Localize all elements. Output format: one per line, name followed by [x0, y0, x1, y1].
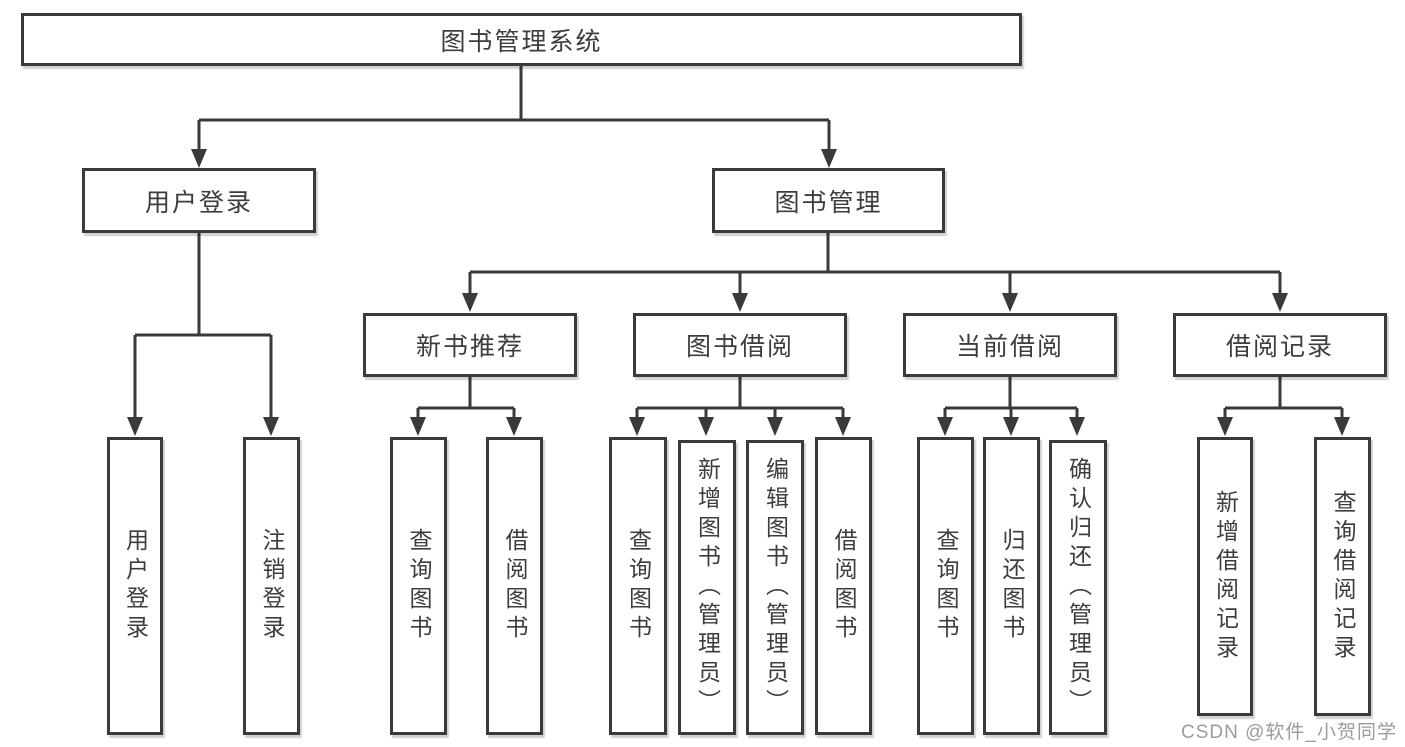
node-label: 借阅图书: [502, 528, 528, 644]
node-book-borrow: 图书借阅: [633, 313, 847, 377]
node-new-book-recommend: 新书推荐: [363, 313, 577, 377]
node-label: 图书管理: [774, 188, 883, 217]
node-label: 查询图书: [406, 528, 432, 644]
node-label: 用户登录: [144, 188, 253, 217]
node-root: 图书管理系统: [21, 13, 1022, 66]
leaf-borrow-borrow-books: 借阅图书: [815, 437, 872, 735]
node-label: 借阅图书: [831, 528, 857, 644]
leaf-records-add-record: 新增借阅记录: [1197, 437, 1253, 716]
node-label: 新增图书（管理员）: [694, 457, 721, 718]
connector-book-management-to-level3: [468, 233, 1282, 294]
watermark: CSDN @软件_小贺同学: [1181, 722, 1397, 743]
node-label: 图书借阅: [685, 333, 794, 361]
node-label: 新增借阅记录: [1212, 489, 1239, 664]
node-book-management: 图书管理: [712, 168, 945, 233]
connector-book-borrow-to-leaves: [635, 377, 845, 418]
leaf-newbook-borrow-books: 借阅图书: [486, 437, 543, 735]
node-current-borrow: 当前借阅: [903, 313, 1117, 377]
connector-new-book-to-leaves: [416, 377, 516, 418]
leaf-borrow-query-books: 查询图书: [609, 437, 667, 735]
node-label: 注销登录: [259, 528, 285, 644]
leaf-current-query-books: 查询图书: [917, 437, 974, 735]
node-label: 当前借阅: [955, 333, 1064, 361]
node-label: 编辑图书（管理员）: [762, 457, 789, 718]
node-label: 新书推荐: [415, 333, 524, 361]
node-label: 借阅记录: [1225, 333, 1334, 361]
node-label: 归还图书: [999, 528, 1025, 644]
leaf-borrow-edit-books-admin: 编辑图书（管理员）: [746, 440, 804, 735]
node-user-login: 用户登录: [82, 168, 316, 233]
node-label: 查询借阅记录: [1330, 489, 1356, 664]
node-label: 确认归还（管理员）: [1065, 457, 1092, 718]
connector-root-to-level2: [197, 66, 831, 150]
node-borrow-records: 借阅记录: [1173, 313, 1387, 377]
leaf-current-confirm-return-admin: 确认归还（管理员）: [1049, 440, 1107, 735]
node-label: 图书管理系统: [440, 27, 603, 56]
node-label: 用户登录: [122, 528, 149, 644]
connector-borrow-records-to-leaves: [1223, 377, 1344, 418]
leaf-borrow-add-books-admin: 新增图书（管理员）: [678, 440, 736, 735]
leaf-newbook-query-books: 查询图书: [390, 437, 447, 735]
leaf-current-return-books: 归还图书: [983, 437, 1040, 735]
node-label: 查询图书: [933, 528, 959, 644]
leaf-records-query-record: 查询借阅记录: [1314, 437, 1371, 716]
leaf-logout: 注销登录: [243, 437, 300, 735]
connector-current-borrow-to-leaves: [943, 377, 1079, 418]
node-label: 查询图书: [625, 528, 652, 644]
connector-user-login-to-leaves: [133, 233, 273, 418]
leaf-user-login: 用户登录: [107, 437, 163, 735]
